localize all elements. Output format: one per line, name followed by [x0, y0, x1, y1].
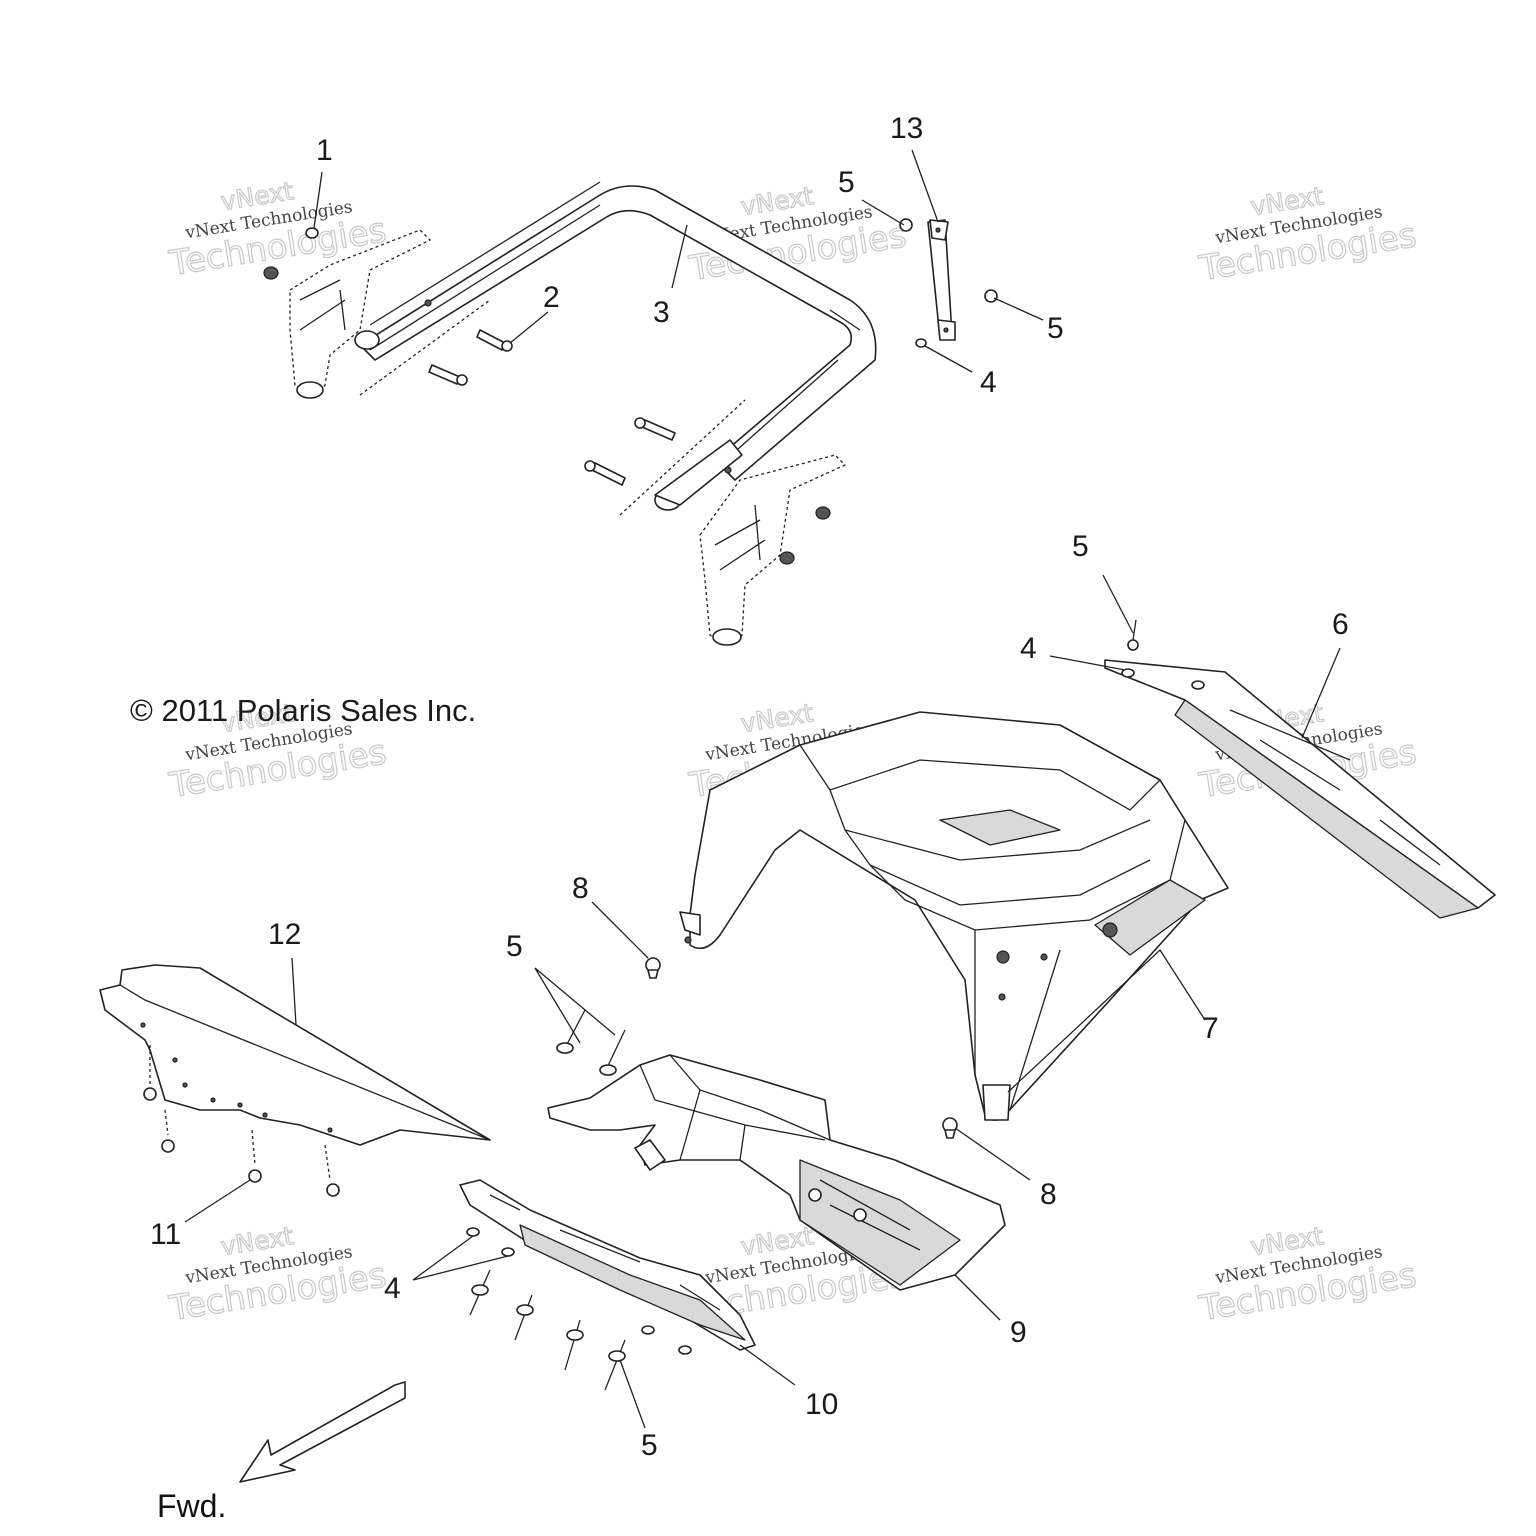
- copyright-text: © 2011 Polaris Sales Inc.: [130, 693, 476, 728]
- callout-3: 3: [653, 296, 670, 329]
- callout-5-top: 5: [838, 166, 855, 199]
- part-6-bracket: [1104, 619, 1496, 919]
- callout-10: 10: [805, 1388, 838, 1421]
- forward-label: Fwd.: [157, 1488, 226, 1524]
- callout-5-strap: 5: [1047, 312, 1064, 345]
- watermark-top-right: vNext vNext Technologies Technologies: [1195, 181, 1419, 290]
- callout-13: 13: [890, 112, 923, 145]
- callout-4-lower: 4: [384, 1272, 401, 1305]
- right-mount-bracket: [699, 454, 847, 646]
- part-2-bolts: [428, 329, 676, 486]
- part-13-strap: [899, 218, 998, 348]
- watermark-bottom-right: vNext vNext Technologies Technologies: [1195, 1221, 1419, 1330]
- part-9-lower-support: [547, 1054, 1006, 1291]
- forward-arrow-icon: [239, 1381, 406, 1483]
- watermark-bottom-left: vNext vNext Technologies Technologies: [165, 1221, 389, 1330]
- callout-2: 2: [543, 281, 560, 314]
- part-10-lower-bracket: [459, 1179, 756, 1355]
- watermark-top-left: vNext vNext Technologies Technologies: [165, 176, 389, 285]
- callout-1: 1: [316, 134, 333, 167]
- callout-12: 12: [268, 918, 301, 951]
- callout-6: 6: [1332, 608, 1349, 641]
- leader-lines: [184, 149, 1341, 1429]
- part-11-screws: [143, 1045, 340, 1197]
- callout-5-bracket: 5: [1072, 530, 1089, 563]
- part-7-rear-cover: [679, 711, 1229, 1121]
- callout-5-bottom: 5: [641, 1429, 658, 1462]
- left-mount-bracket: [263, 227, 432, 399]
- callout-4-strap: 4: [980, 366, 997, 399]
- part-8-bolts: [645, 957, 958, 1139]
- callout-4-bracket: 4: [1020, 632, 1037, 665]
- callout-5-center: 5: [506, 930, 523, 963]
- part-12-skid-plate: [99, 964, 491, 1146]
- callout-9: 9: [1010, 1316, 1027, 1349]
- callout-8-left: 8: [572, 872, 589, 905]
- callout-11: 11: [150, 1218, 181, 1251]
- callout-7: 7: [1202, 1012, 1219, 1045]
- part-3-grab-bar: [354, 181, 877, 516]
- part-5-rivets: [469, 1009, 626, 1391]
- callout-8-right: 8: [1040, 1178, 1057, 1211]
